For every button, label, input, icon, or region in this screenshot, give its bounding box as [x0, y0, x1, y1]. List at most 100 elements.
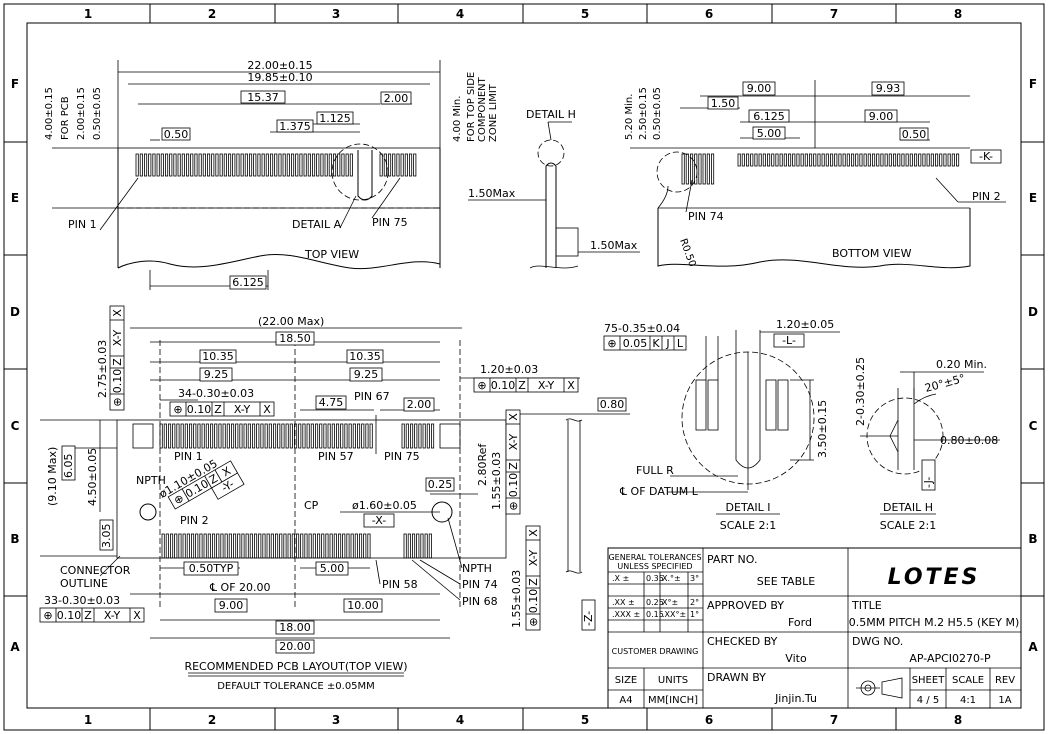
side-view: DETAIL H 1.50Max 1.50Max	[468, 108, 640, 269]
pad	[356, 423, 361, 449]
pad	[348, 423, 352, 449]
drawn-h: DRAWN BY	[707, 671, 766, 684]
fcf-datum: X	[111, 309, 124, 317]
dh-angle: 20°±5°	[923, 372, 966, 395]
pin	[817, 153, 821, 167]
pin	[876, 153, 880, 167]
pad	[329, 533, 333, 559]
pad	[188, 423, 193, 449]
detail-i: 75-0.35±0.04 ⊕ 0.05 K J L 1.20±0.05 -L- …	[603, 318, 840, 532]
pad	[340, 423, 344, 449]
fcf-datum: X-Y	[104, 609, 121, 622]
pin	[888, 153, 892, 167]
tv-left-label: FOR PCB	[60, 96, 71, 140]
tol-c: .XX°±	[662, 610, 686, 619]
fcf-v-left: ⊕ 0.10 Z X-Y X	[109, 305, 125, 411]
pin	[181, 153, 185, 177]
fcf-datum: Z	[111, 358, 124, 366]
top-view: 22.00±0.15 19.85±0.10 15.37 2.00 1.125 1…	[44, 59, 499, 290]
pcb-pad34: 34-0.30±0.03	[178, 387, 254, 400]
dh-080: 0.80±0.08	[940, 434, 998, 447]
pin	[295, 153, 299, 177]
pin	[872, 153, 876, 167]
pcb-155b: 1.55±0.03	[510, 570, 523, 628]
col-label: 1	[84, 713, 92, 727]
datum-l: -L-	[782, 334, 796, 347]
pin	[253, 153, 257, 177]
pad	[342, 533, 346, 559]
pin	[855, 153, 859, 167]
pin	[152, 153, 156, 177]
pcb-080: 0.80	[600, 398, 625, 411]
bv-dim-900b: 9.00	[869, 110, 894, 123]
dwg-v: AP-APCI0270-P	[909, 652, 991, 665]
pad	[243, 423, 247, 449]
pad	[291, 533, 295, 559]
pin	[240, 153, 244, 177]
pin	[813, 153, 817, 167]
pad	[169, 533, 174, 559]
pin	[884, 153, 888, 167]
pad	[264, 423, 268, 449]
pad	[287, 533, 291, 559]
fcf-pad33: ⊕ 0.10 Z X-Y X	[39, 607, 145, 623]
pin	[236, 153, 240, 177]
pin	[248, 153, 253, 177]
fcf-datum: X-Y	[538, 379, 555, 392]
pad	[277, 423, 281, 449]
pin	[324, 153, 328, 177]
col-label: 2	[208, 713, 216, 727]
pcb-top-pads	[159, 423, 435, 449]
pad	[331, 423, 335, 449]
pin	[698, 153, 702, 185]
row-label: E	[1029, 191, 1037, 205]
pin	[332, 153, 337, 177]
fcf-tol: 0.10	[111, 369, 124, 394]
pin	[956, 153, 960, 167]
row-label: D	[10, 305, 20, 319]
pin	[387, 153, 392, 177]
pin	[846, 153, 850, 167]
tol-b: 0.15	[646, 610, 664, 619]
pcb-pin58: PIN 58	[382, 578, 418, 591]
row-label: C	[1029, 419, 1038, 433]
units-h: UNITS	[658, 675, 688, 686]
pad	[161, 533, 165, 559]
pad	[289, 423, 293, 449]
fcf-datum: Z	[518, 379, 526, 392]
pin	[893, 153, 897, 167]
bv-pin74: PIN 74	[688, 210, 724, 223]
pad	[314, 423, 319, 449]
fcf-symbol: ⊕	[527, 617, 540, 626]
tv-left-label: 2.00±0.15	[76, 87, 87, 140]
bv-pin2: PIN 2	[972, 190, 1001, 203]
outline-label-2: OUTLINE	[60, 577, 108, 590]
pad	[228, 533, 232, 559]
pin	[265, 153, 269, 177]
pad	[312, 533, 316, 559]
sheet-h: SHEET	[912, 675, 946, 686]
pad	[369, 423, 373, 449]
pad	[418, 423, 422, 449]
bv-dim-150: 1.50	[711, 97, 736, 110]
pcb-1000: 10.00	[347, 599, 379, 612]
di-datum-l: ℄ OF DATUM L	[619, 485, 699, 498]
fcf-datum: J	[665, 337, 669, 350]
fcf-tol: 0.05	[623, 337, 648, 350]
pad	[428, 533, 432, 559]
fcf-120: ⊕ 0.10 Z X-Y X	[473, 377, 579, 393]
pcb-1035a: 10.35	[202, 350, 234, 363]
scale-v: 4:1	[960, 695, 976, 706]
sheet-v: 4 / 5	[917, 695, 939, 706]
pin	[139, 153, 143, 177]
title-h: TITLE	[851, 599, 882, 612]
pad	[293, 423, 298, 449]
pin	[775, 153, 779, 167]
pad	[201, 423, 205, 449]
pad	[416, 533, 420, 559]
pcb-1035b: 10.35	[349, 350, 381, 363]
pad	[190, 533, 195, 559]
pin	[706, 153, 710, 185]
pad	[298, 423, 302, 449]
tv-left-label: 0.50±0.05	[92, 87, 103, 140]
